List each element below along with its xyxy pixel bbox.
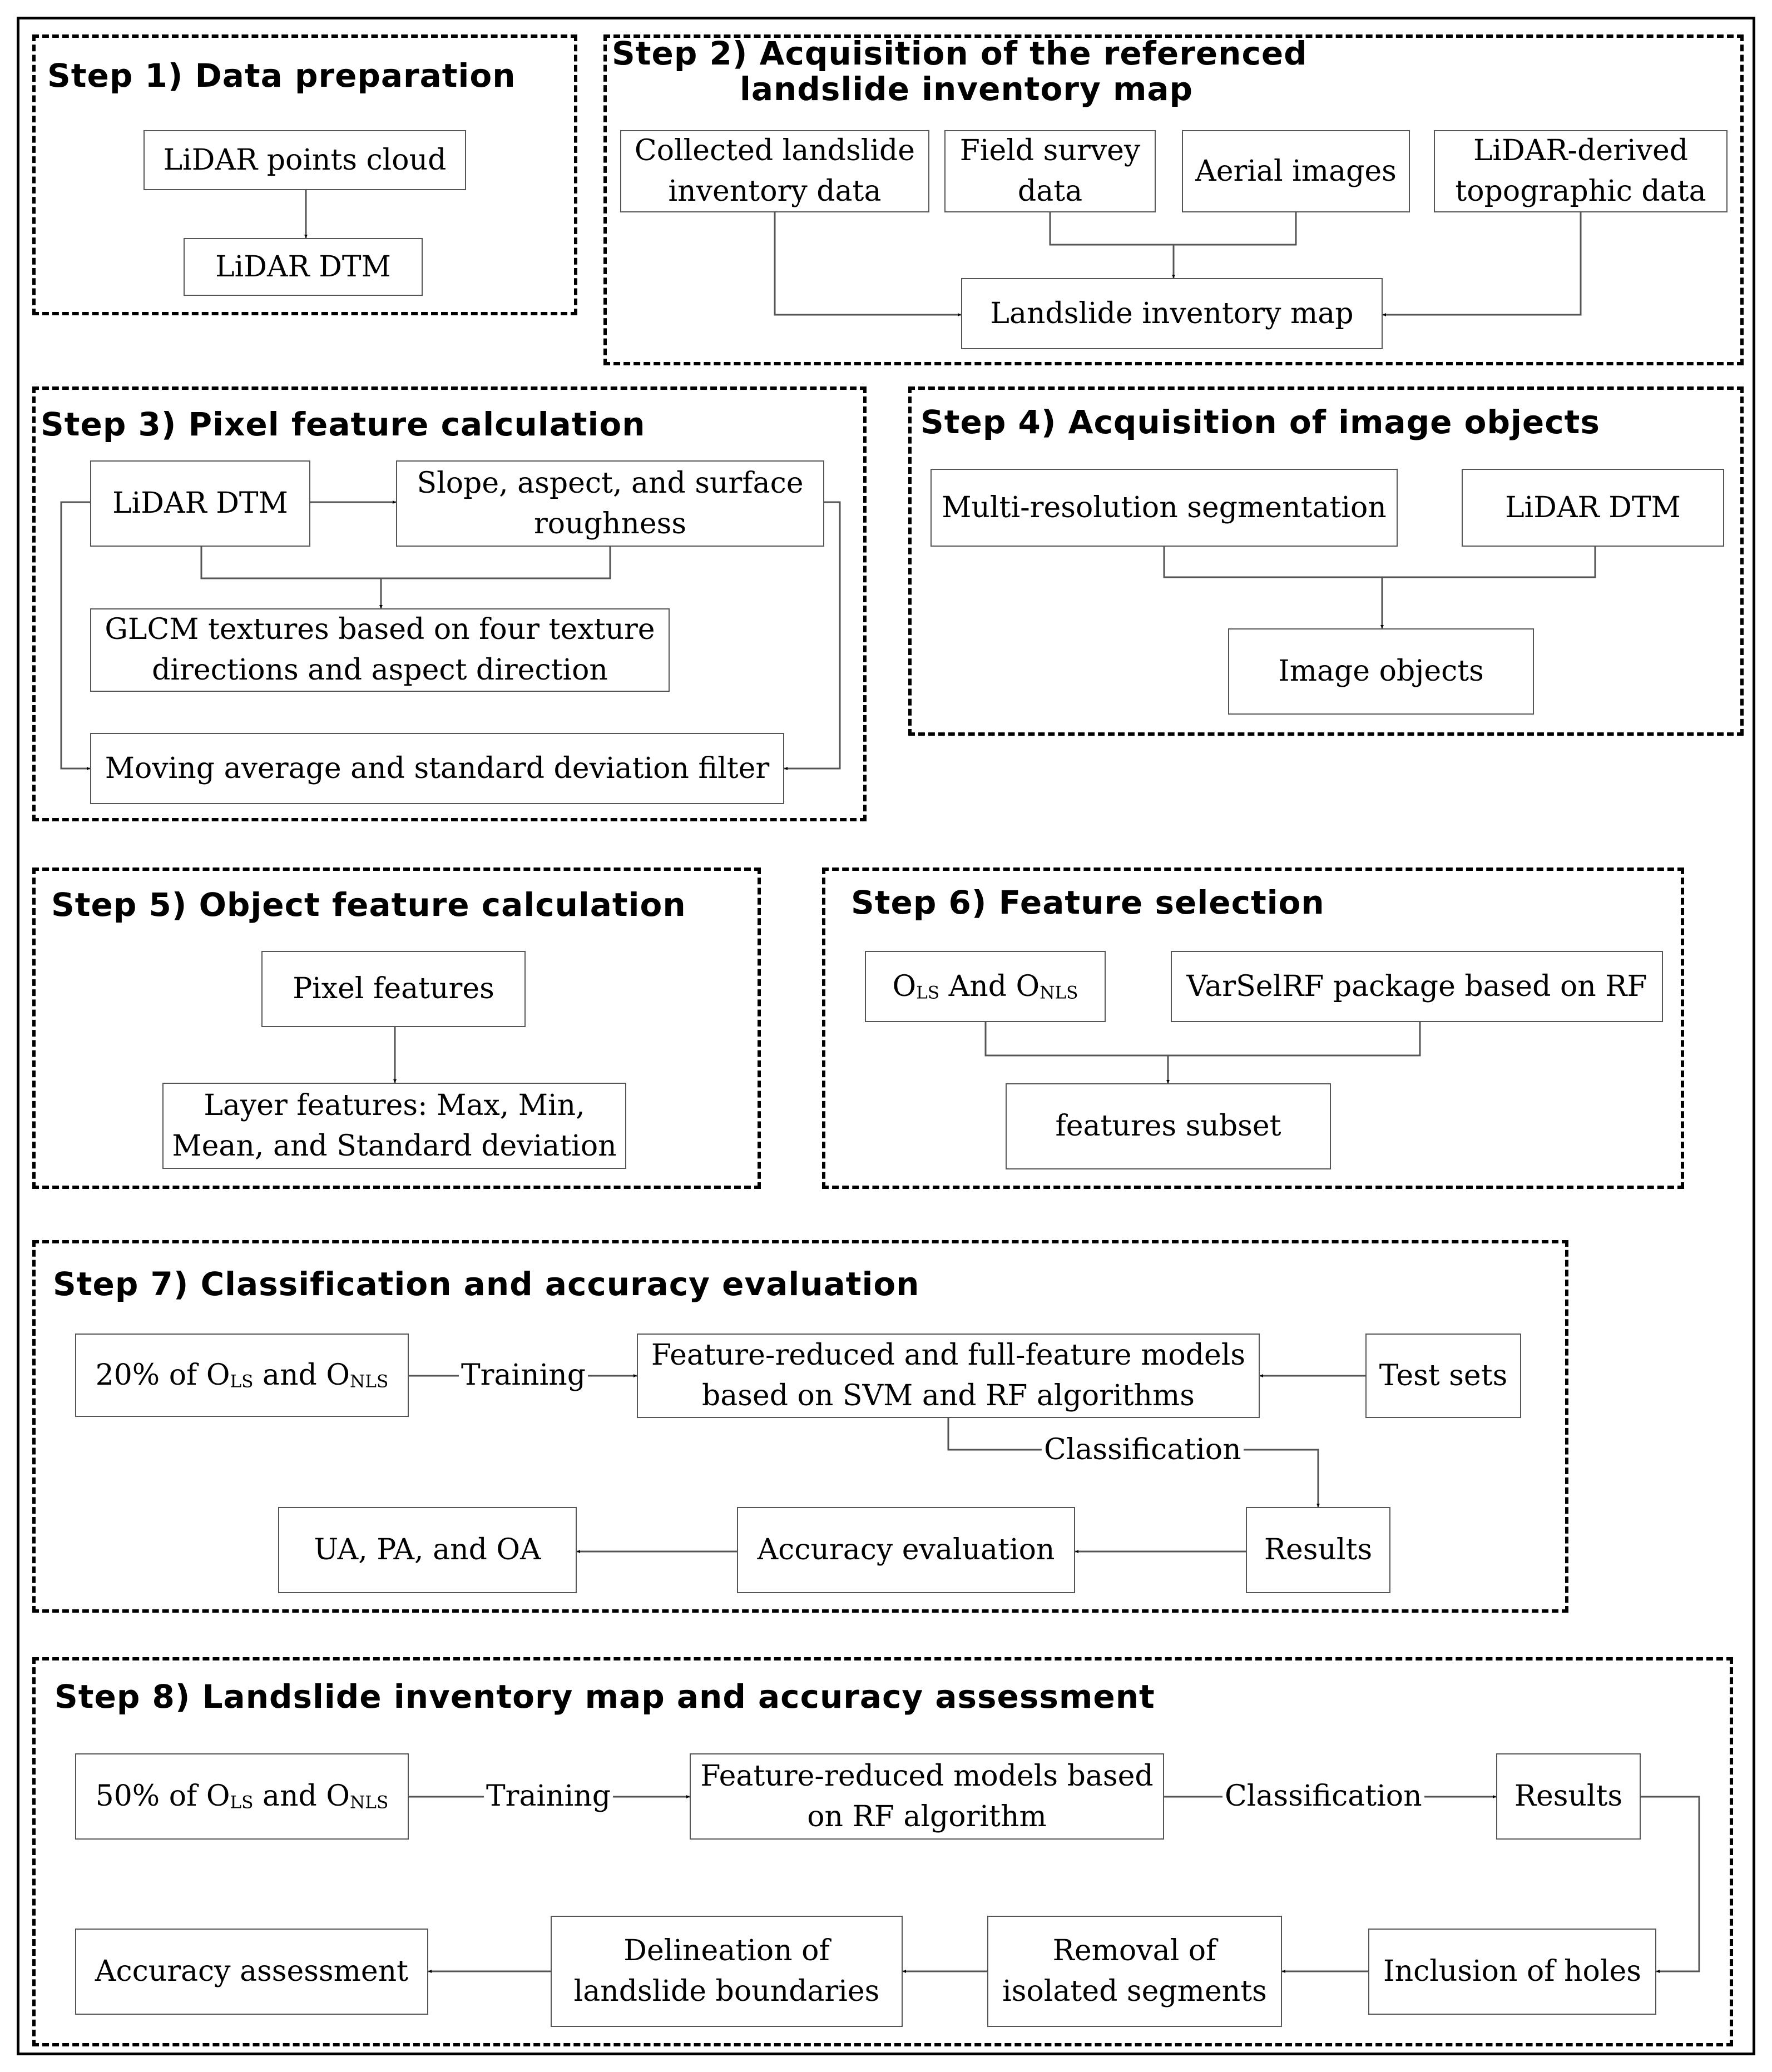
test-sets-box: Test sets — [1365, 1334, 1521, 1418]
step5-panel — [32, 868, 761, 1189]
moving-average-box: Moving average and standard deviation fi… — [90, 733, 784, 804]
step8-title: Step 8) Landslide inventory map and accu… — [55, 1678, 1155, 1716]
accuracy-assessment-box: Accuracy assessment — [75, 1929, 428, 2015]
arrow-results-to-holes — [1641, 1796, 1700, 1973]
step2-panel — [603, 34, 1744, 365]
line-multi-dtm-merge — [1163, 547, 1596, 578]
arrow-dtm-to-moving — [60, 501, 90, 770]
step3-panel — [32, 386, 867, 821]
step7-classification-label: Classification — [1042, 1435, 1244, 1464]
outer-frame — [17, 17, 1755, 2055]
step3-lidar-dtm-box: LiDAR DTM — [90, 460, 310, 547]
step8-results-box: Results — [1496, 1753, 1641, 1840]
landslide-inventory-map-box: Landslide inventory map — [961, 278, 1383, 349]
layer-features-box: Layer features: Max, Min,Mean, and Stand… — [162, 1083, 626, 1169]
step6-panel — [822, 868, 1684, 1189]
step4-title: Step 4) Acquisition of image objects — [920, 403, 1600, 441]
step4-lidar-dtm-box: LiDAR DTM — [1462, 469, 1724, 547]
inclusion-of-holes-box: Inclusion of holes — [1368, 1929, 1656, 2015]
step7-results-box: Results — [1246, 1507, 1390, 1593]
features-subset-box: features subset — [1006, 1083, 1331, 1169]
multi-resolution-box: Multi-resolution segmentation — [930, 469, 1398, 547]
line-ols-varsel-merge — [984, 1022, 1421, 1057]
step7-panel — [32, 1240, 1568, 1613]
step4-panel — [908, 386, 1744, 736]
varselrf-box: VarSelRF package based on RF — [1171, 951, 1663, 1022]
accuracy-evaluation-box: Accuracy evaluation — [737, 1507, 1075, 1593]
arrow-slope-to-moving — [784, 501, 841, 770]
line-dtm-slope-merge — [200, 547, 611, 579]
step2-title: Step 2) Acquisition of the referenced la… — [612, 34, 1308, 108]
aerial-images-box: Aerial images — [1182, 130, 1410, 212]
step7-pct-box: 20% of OLS and ONLS — [75, 1334, 409, 1417]
ols-onls-box: OLS And ONLS — [865, 951, 1106, 1022]
step5-title: Step 5) Object feature calculation — [51, 886, 686, 924]
step8-panel — [32, 1657, 1733, 2046]
arrow-collected-to-map — [774, 212, 961, 316]
arrow-lidar-to-map — [1383, 212, 1582, 316]
step7-training-label: Training — [459, 1361, 588, 1390]
step8-pct-box: 50% of OLS and ONLS — [75, 1753, 409, 1840]
image-objects-box: Image objects — [1228, 628, 1534, 715]
step1-panel — [32, 34, 577, 315]
step6-title: Step 6) Feature selection — [851, 884, 1325, 921]
pixel-features-box: Pixel features — [261, 951, 526, 1027]
lidar-points-cloud-box: LiDAR points cloud — [143, 130, 466, 190]
step1-lidar-dtm-box: LiDAR DTM — [184, 238, 423, 296]
step7-title: Step 7) Classification and accuracy eval… — [53, 1265, 920, 1303]
step3-title: Step 3) Pixel feature calculation — [41, 405, 646, 443]
step8-training-label: Training — [484, 1782, 613, 1811]
ua-pa-oa-box: UA, PA, and OA — [278, 1507, 577, 1593]
step1-title: Step 1) Data preparation — [47, 57, 516, 95]
step8-classification-label: Classification — [1222, 1782, 1424, 1811]
